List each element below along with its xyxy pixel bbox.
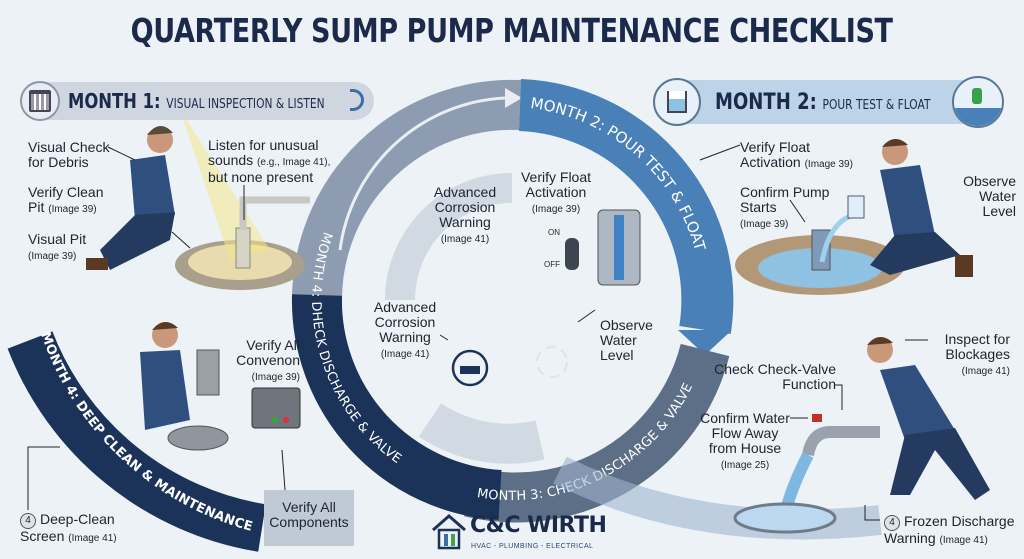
arrow-head-icon [505,88,522,108]
leader-lines [27,144,928,521]
pump-flow [614,215,624,280]
label-visual-pit: Visual Pit(Image 39) [28,231,87,263]
pitcher-icon [653,78,701,126]
label-verify-convenon: Verify All Convenon(Image 39) [236,337,300,384]
label-float-on: ON [548,228,560,237]
label-check-valve: Check Check-Valve Function [714,361,836,392]
flashlight-beam [180,110,270,260]
discharge-pipe [239,196,310,230]
terminal-red [283,417,289,423]
chevron-icon [678,330,732,355]
valve-handle-icon [812,414,822,422]
house-icon [432,514,466,550]
inner-ring [418,403,545,464]
technician-figure [86,125,175,270]
ring-segment-month1 [291,79,522,301]
month2-title: MONTH 2: [715,89,817,115]
brush-head [460,366,480,374]
logo-name: C&C WIRTH [470,513,607,538]
technician-figure [847,138,973,277]
screen-basket [167,425,229,451]
calendar-icon [20,81,60,121]
company-logo: C&C WIRTH HVAC - PLUMBING - ELECTRICAL [430,512,607,556]
pump-icon [811,229,831,271]
pump-icon [196,349,220,396]
label-observe-center: Observe Water Level [600,317,653,363]
month2-header: MONTH 2: POUR TEST & FLOAT [653,76,1004,128]
pump-icon [235,227,251,269]
brush-icon [451,349,489,387]
month1-task: VISUAL INSPECTION & LISTEN [166,97,325,112]
float-switch-icon [952,76,1004,128]
label-confirm-pump: Confirm Pump Starts(Image 39) [740,184,830,231]
ring-segment-month2 [518,79,734,334]
month1-title: MONTH 1: [68,89,161,113]
page-title: QUARTERLY SUMP PUMP MAINTENANCE CHECKLIS… [131,11,893,50]
technician-figure [867,336,990,500]
direction-arrow [338,96,506,251]
label-confirm-flow: Confirm Water Flow Away from House(Image… [700,410,790,472]
components-panel [264,490,354,546]
inner-ring [385,173,513,301]
ring-segment-month4-outer [7,331,267,552]
discharge-pipe [802,426,880,457]
label-inspect-blockages: Inspect for Blockages(Image 41) [944,331,1010,378]
drain [733,502,837,534]
label-corrosion-top: Advanced Corrosion Warning(Image 41) [433,184,497,246]
valve-icon [536,346,568,378]
label-corrosion-mid: Advanced Corrosion Warning(Image 41) [373,299,437,361]
label-observe-water: Observe Water Level [963,173,1016,219]
ring-segment-month3 [464,343,730,523]
ear-icon [350,89,364,111]
label-float-off: OFF [544,260,560,269]
month1-header: MONTH 1: VISUAL INSPECTION & LISTEN [20,81,374,121]
label-verify-components: Verify All Components [269,499,349,530]
technician-figure [140,321,190,430]
label-float-center: Verify Float Activation(Image 39) [520,169,592,216]
ring-segment-month4-inner [291,294,502,520]
title-bar: QUARTERLY SUMP PUMP MAINTENANCE CHECKLIS… [0,12,1024,50]
float-switch-icon [565,238,579,270]
label-verify-float: Verify Float Activation (Image 39) [740,139,853,171]
label-verify-clean-pit: Verify Clean Pit (Image 39) [28,184,104,216]
label-listen: Listen for unusual sounds (e.g., Image 4… [208,137,331,185]
label-visual-check: Visual Check for Debris [28,139,110,170]
terminal-green [272,417,278,423]
month2-task: POUR TEST & FLOAT [822,97,931,113]
logo-tagline: HVAC - PLUMBING - ELECTRICAL [471,543,594,550]
